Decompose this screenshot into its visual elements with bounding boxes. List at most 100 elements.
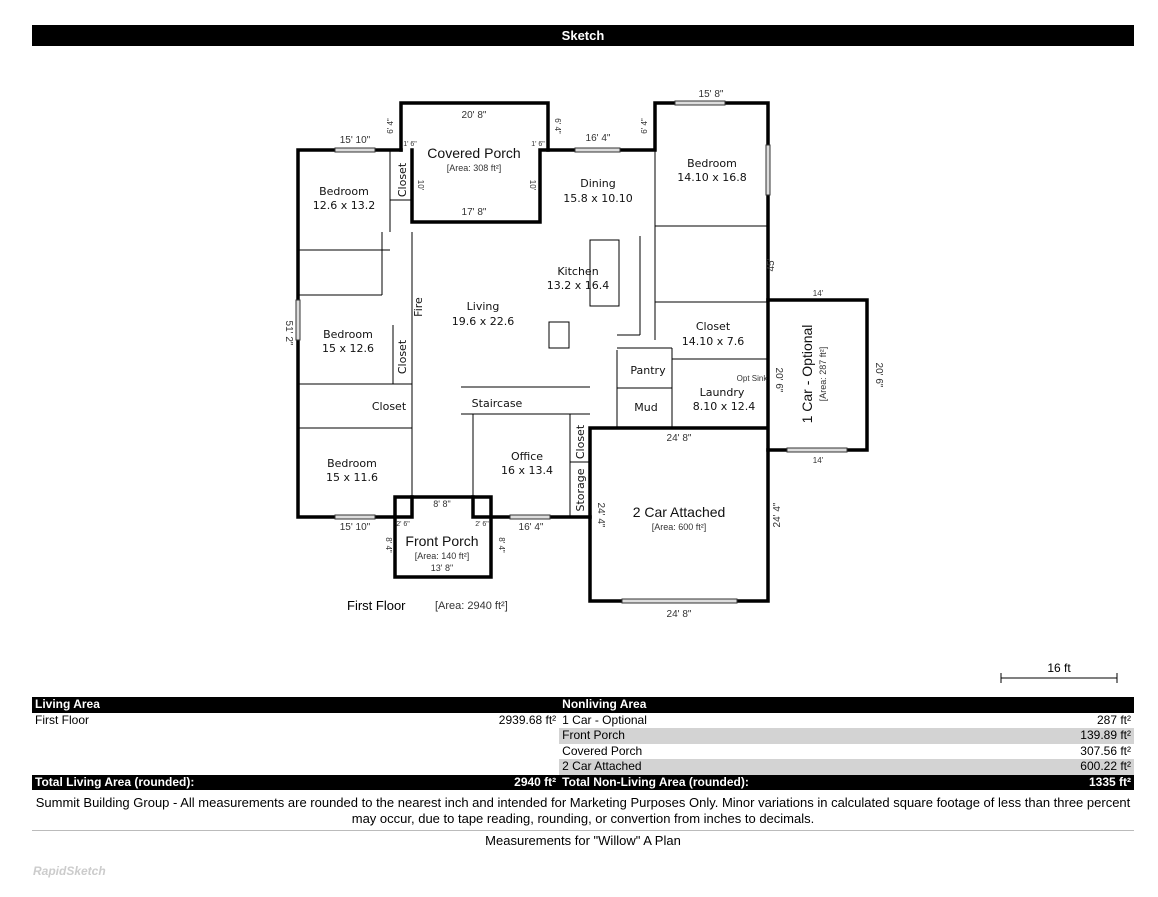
plan-label: 24' 4" <box>595 503 606 528</box>
table-cell <box>413 728 559 744</box>
plan-label: 45' <box>766 258 777 271</box>
plan-label: 14.10 x 16.8 <box>677 171 747 184</box>
table-row: Covered Porch 307.56 ft² <box>32 744 1134 760</box>
table-cell: Covered Porch <box>562 743 643 758</box>
plan-label: 8' 4" <box>497 537 506 553</box>
table-cell <box>413 744 559 760</box>
plan-label: Mud <box>634 401 657 414</box>
plan-label: 2' 6" <box>396 521 410 528</box>
table-cell: 287 ft² <box>1096 712 1131 727</box>
plan-label: [Area: 140 ft²] <box>415 551 470 561</box>
plan-label: Closet <box>372 400 407 413</box>
plan-label: 16' 4" <box>586 133 611 144</box>
plan-label: 14.10 x 7.6 <box>682 335 745 348</box>
dimension-labels: 15' 10" 20' 8" 17' 8" 16' 4" 15' 8" 6' 4… <box>283 89 884 620</box>
plan-label: 8' 8" <box>433 499 450 509</box>
divider <box>32 830 1134 831</box>
plan-label: [Area: 600 ft²] <box>652 522 707 532</box>
plan-label: Storage <box>574 468 587 511</box>
plan-label: 15.8 x 10.10 <box>563 192 633 205</box>
plan-label: 24' 4" <box>772 502 783 527</box>
area-summary-table: Living Area Nonliving Area First Floor 29… <box>32 697 1134 790</box>
plan-label: 1' 6" <box>531 141 545 148</box>
plan-label: Opt Sink <box>737 374 769 383</box>
table-cell: 600.22 ft² <box>1003 759 1134 775</box>
exterior-walls <box>296 101 869 603</box>
table-cell: Front Porch <box>559 728 1004 744</box>
plan-label: Living <box>467 300 500 313</box>
floor-plan: Bedroom 12.6 x 13.2 Bedroom 15 x 12.6 Be… <box>283 89 1118 683</box>
plan-label: 17' 8" <box>462 207 487 218</box>
plan-label: 20' 8" <box>462 110 487 121</box>
plan-label: 13.2 x 16.4 <box>547 279 610 292</box>
table-cell: First Floor <box>35 712 89 727</box>
table-cell <box>32 744 413 760</box>
table-row: First Floor 2939.68 ft² 1 Car - Optional 2… <box>32 713 1134 729</box>
plan-name: Measurements for "Willow" A Plan <box>485 833 681 848</box>
plan-label: 1' 6" <box>403 141 417 148</box>
windows <box>295 100 848 604</box>
plan-label: 16' 4" <box>519 522 544 533</box>
plan-label: 15' 10" <box>340 135 371 146</box>
plan-label: 16 x 13.4 <box>501 464 553 477</box>
plan-label: 2 Car Attached <box>633 504 726 520</box>
plan-label: 14' <box>813 456 824 465</box>
plan-label: Closet <box>574 424 587 459</box>
plan-label: 6' 4" <box>553 118 562 134</box>
plan-label: 8' 4" <box>384 537 393 553</box>
plan-label: Closet <box>396 339 409 374</box>
plan-label: Covered Porch <box>427 145 520 161</box>
plan-label: 14' <box>813 289 824 298</box>
table-cell <box>32 759 413 775</box>
sketch-title-bar: Sketch <box>32 25 1134 46</box>
plan-label: [Area: 287 ft²] <box>818 347 828 402</box>
plan-label: Bedroom <box>323 328 373 341</box>
floor-label: First Floor <box>347 598 406 613</box>
plan-label: Closet <box>396 162 409 197</box>
plan-label: Closet <box>696 320 731 333</box>
rapidsketch-logo: RapidSketch <box>33 864 106 878</box>
table-cell: 1 Car - Optional <box>562 712 647 727</box>
disclaimer-text: Summit Building Group - All measurements… <box>35 795 1131 826</box>
plan-label: [Area: 308 ft²] <box>447 163 502 173</box>
totals-row: Total Living Area (rounded):2940 ft² Tot… <box>32 774 1134 790</box>
plan-label: Office <box>511 450 543 463</box>
plan-label: 24' 8" <box>667 609 692 620</box>
plan-label: 6' 4" <box>386 118 395 134</box>
plan-label: 20' 6" <box>873 363 884 388</box>
interior-walls <box>298 150 768 517</box>
plan-label: 20' 6" <box>773 368 784 393</box>
plan-label: 24' 8" <box>667 433 692 444</box>
plan-label: 13' 8" <box>431 563 453 573</box>
plan-label: Bedroom <box>687 157 737 170</box>
floor-area: [Area: 2940 ft²] <box>435 600 508 612</box>
plan-label: Bedroom <box>327 457 377 470</box>
plan-label: Staircase <box>472 397 523 410</box>
table-cell: 2 Car Attached <box>559 759 1004 775</box>
table-cell: Living Area <box>32 697 560 713</box>
area-labels: Covered Porch [Area: 308 ft²] Front Porc… <box>405 145 828 561</box>
table-cell: 1335 ft² <box>1003 774 1134 790</box>
plan-label: 15 x 11.6 <box>326 471 378 484</box>
plan-label: 2' 6" <box>475 521 489 528</box>
plan-label: Kitchen <box>557 265 598 278</box>
table-cell: Total Non-Living Area (rounded): <box>559 774 1004 790</box>
table-cell: 307.56 ft² <box>1080 743 1131 758</box>
plan-label: 6' 4" <box>640 118 649 134</box>
table-cell <box>413 759 559 775</box>
plan-label: Fire <box>412 297 425 317</box>
plan-label: 10' <box>416 180 425 191</box>
plan-label: 15' 8" <box>699 89 724 100</box>
plan-label: 1 Car - Optional <box>799 325 815 424</box>
plan-label: Laundry <box>700 386 745 399</box>
table-cell: 2940 ft² <box>413 774 560 790</box>
table-cell: Nonliving Area <box>559 697 1134 713</box>
plan-label: 12.6 x 13.2 <box>313 199 376 212</box>
plan-label: Dining <box>580 177 616 190</box>
table-cell: 2939.68 ft² <box>498 712 557 727</box>
plan-label: 8.10 x 12.4 <box>693 400 756 413</box>
plan-label: Front Porch <box>405 533 478 549</box>
plan-label: 16 ft <box>1047 661 1071 675</box>
